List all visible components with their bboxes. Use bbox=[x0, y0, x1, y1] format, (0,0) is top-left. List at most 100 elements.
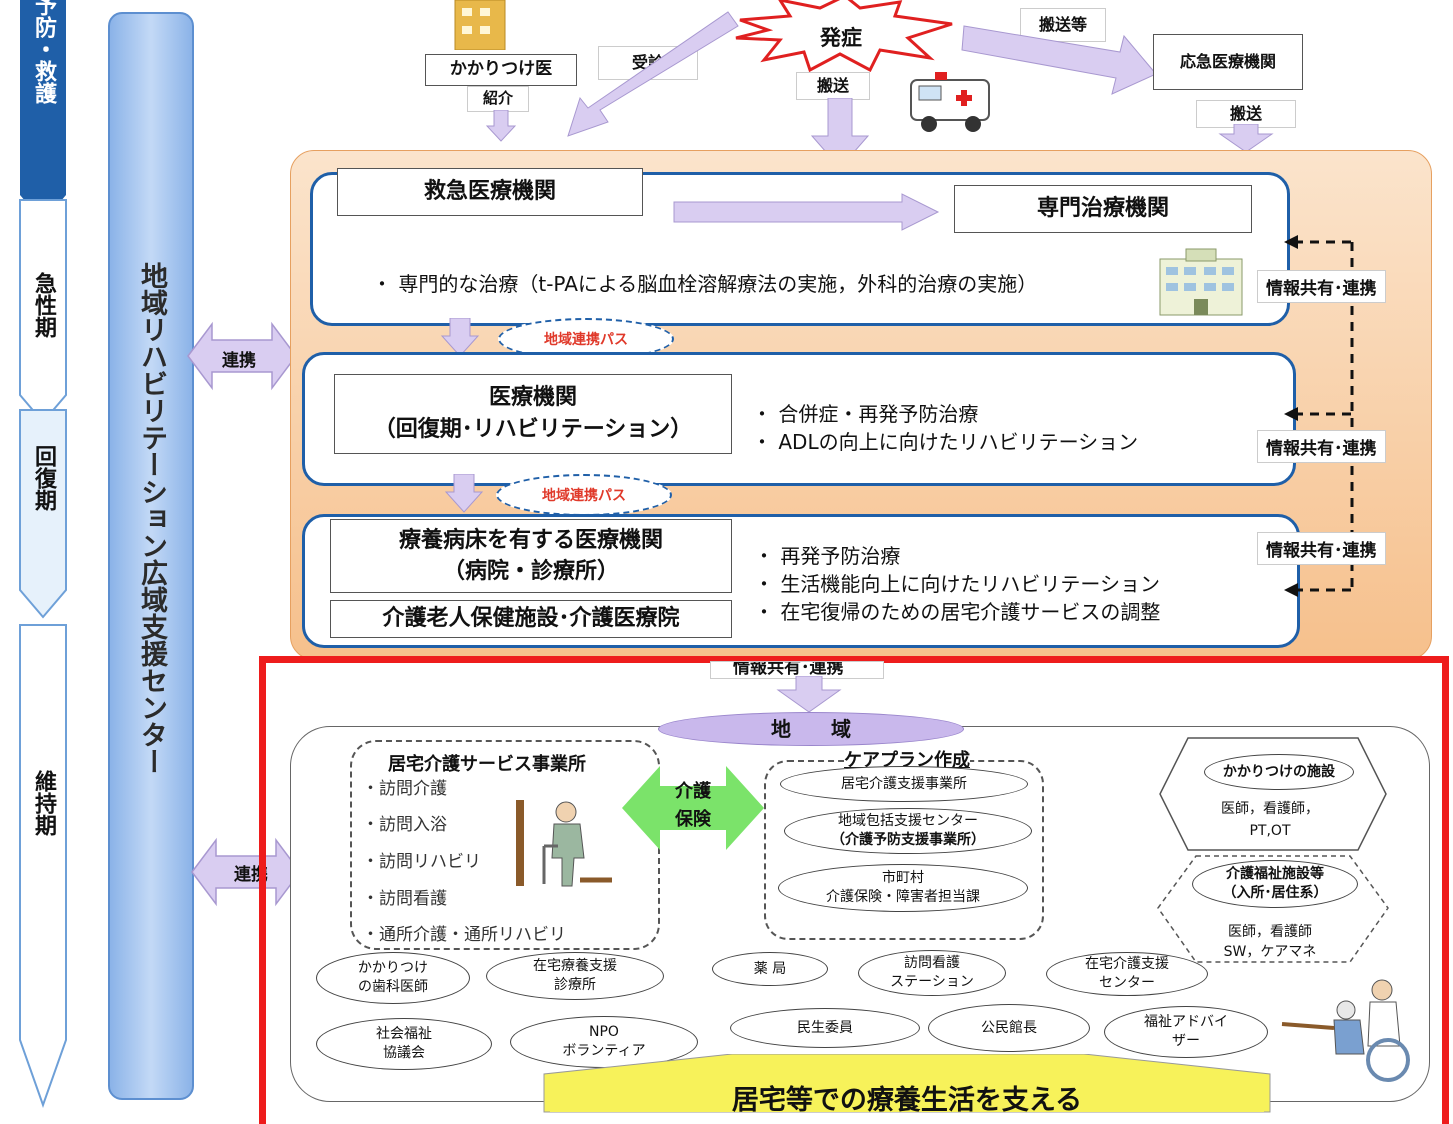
maintenance-bullet-2: ・ 生活機能向上に向けたリハビリテーション bbox=[754, 572, 1160, 596]
recovery-bullet-2: ・ ADLの向上に向けたリハビリテーション bbox=[752, 430, 1139, 454]
bottom-banner-text: 居宅等での療養生活を支える bbox=[731, 1085, 1083, 1116]
resource-social-welfare-line1: 社会福祉 bbox=[376, 1026, 432, 1042]
stage-prevention-label: 予防・救護 bbox=[31, 0, 56, 104]
emergency-institution-box: 応急医療機関 bbox=[1153, 34, 1303, 90]
acute-down-arrow bbox=[440, 318, 480, 357]
walker-user-illustration bbox=[516, 800, 612, 887]
clinic-building-icon bbox=[454, 0, 506, 50]
home-care-title: 居宅介護サービス事業所 bbox=[388, 754, 586, 775]
resource-visiting-nurse-line1: 訪問看護 bbox=[903, 955, 960, 971]
acute-to-specialist-arrow bbox=[673, 193, 940, 231]
resource-welfare-adviser-line1: 福祉アドバイ bbox=[1144, 1014, 1228, 1030]
onset-label: 発症 bbox=[820, 26, 862, 50]
acute-bullet: ・ 専門的な治療（t-PAによる脳血栓溶解療法の実施，外科的治療の実施） bbox=[372, 272, 1038, 296]
caregiver-wheelchair-illustration bbox=[1281, 979, 1410, 1082]
resource-welfare-commissioner: 民生委員 bbox=[730, 1008, 920, 1048]
welfare-facility-staff: 医師，看護師 SW，ケアマネ bbox=[1210, 922, 1330, 962]
transport-etc-arrow bbox=[961, 25, 1157, 95]
family-facility-staff-line2: PT,OT bbox=[1249, 823, 1291, 839]
welfare-facility-title: 介護福祉施設等 （入所･居住系） bbox=[1192, 860, 1358, 908]
home-care-item-1: ・訪問介護 bbox=[362, 779, 447, 799]
care-insurance-line2: 保険 bbox=[675, 809, 711, 830]
resource-welfare-commissioner-line1: 民生委員 bbox=[797, 1019, 853, 1036]
info-sharing-tag-3: 情報共有･連携 bbox=[1257, 532, 1386, 565]
stage-maintenance-label: 維持期 bbox=[31, 770, 56, 836]
family-facility-title: かかりつけの施設 bbox=[1204, 754, 1354, 790]
info-sharing-tag-2: 情報共有･連携 bbox=[1257, 430, 1386, 463]
care-plan-item-1-line1: 居宅介護支援事業所 bbox=[841, 775, 967, 792]
welfare-facility-title-line2: （入所･居住系） bbox=[1222, 885, 1328, 901]
resource-npo: NPO ボランティア bbox=[510, 1016, 698, 1068]
welfare-facility-staff-line2: SW，ケアマネ bbox=[1223, 944, 1317, 960]
partial-info-tag-text: 情報共有･連携 bbox=[733, 661, 844, 678]
maintenance-title-box: 療養病床を有する医療機関 （病院・診療所） bbox=[330, 519, 732, 593]
family-facility-staff-line1: 医師，看護師， bbox=[1221, 801, 1319, 817]
home-care-item-2: ・訪問入浴 bbox=[362, 815, 447, 835]
resource-social-welfare: 社会福祉 協議会 bbox=[316, 1018, 492, 1070]
resource-pharmacy-line1: 薬 局 bbox=[753, 960, 787, 977]
welfare-facility-title-line1: 介護福祉施設等 bbox=[1226, 866, 1324, 882]
care-insurance-line1: 介護 bbox=[675, 781, 711, 802]
stage-arrows-graphic bbox=[19, 0, 67, 1108]
care-plan-item-3-line2: 介護保険・障害者担当課 bbox=[826, 889, 980, 905]
resource-community-center-line1: 公民館長 bbox=[981, 1019, 1037, 1036]
resource-pharmacy: 薬 局 bbox=[712, 952, 828, 986]
renkei-label-upper: 連携 bbox=[222, 351, 256, 371]
resource-home-clinic: 在宅療養支援 診療所 bbox=[486, 952, 664, 1000]
care-plan-item-1: 居宅介護支援事業所 bbox=[780, 766, 1028, 802]
resource-visiting-nurse: 訪問看護 ステーション bbox=[858, 950, 1006, 996]
recovery-bullet-1: ・ 合併症・再発予防治療 bbox=[752, 402, 979, 426]
care-plan-item-3: 市町村 介護保険・障害者担当課 bbox=[778, 864, 1028, 912]
welfare-facility-staff-line1: 医師，看護師 bbox=[1228, 924, 1312, 940]
resource-dentist: かかりつけ の歯科医師 bbox=[316, 952, 470, 1004]
regional-rehab-center-label: 地域リハビリテーション広域支援センター bbox=[136, 262, 167, 775]
stage-column: 予防・救護 急性期 回復期 維持期 bbox=[14, 0, 72, 1110]
resource-welfare-adviser: 福祉アドバイ ザー bbox=[1104, 1006, 1268, 1058]
maintenance-bullet-3: ・ 在宅復帰のための居宅介護サービスの調整 bbox=[754, 600, 1161, 624]
ambulance-icon bbox=[910, 72, 990, 132]
stage-recovery-label: 回復期 bbox=[31, 445, 56, 511]
care-insurance-arrow bbox=[622, 766, 764, 850]
recovery-title-box: 医療機関 （回復期･リハビリテーション） bbox=[334, 374, 732, 454]
stage-acute-label: 急性期 bbox=[31, 272, 56, 338]
resource-home-care-center-line2: センター bbox=[1099, 975, 1155, 991]
community-header-text: 地 域 bbox=[771, 717, 851, 741]
recovery-title-line2: （回復期･リハビリテーション） bbox=[373, 417, 693, 442]
care-plan-item-2: 地域包括支援センター （介護予防支援事業所） bbox=[784, 808, 1032, 854]
recovery-title-line1: 医療機関 bbox=[488, 385, 577, 410]
regional-rehab-center-bar bbox=[108, 12, 194, 1100]
recovery-down-arrow bbox=[444, 474, 484, 513]
resource-visiting-nurse-line2: ステーション bbox=[890, 974, 974, 990]
home-care-item-4: ・訪問看護 bbox=[362, 889, 447, 909]
maintenance-title-line2: （病院・診療所） bbox=[442, 559, 619, 584]
resource-npo-line2: ボランティア bbox=[562, 1043, 646, 1059]
resource-social-welfare-line2: 協議会 bbox=[383, 1045, 425, 1061]
care-insurance-label: 介護 保険 bbox=[668, 778, 718, 834]
consult-arrow bbox=[567, 11, 739, 137]
care-facility-title-box: 介護老人保健施設･介護医療院 bbox=[330, 600, 732, 638]
transport-etc-box: 搬送等 bbox=[1020, 8, 1106, 42]
resource-welfare-adviser-line2: ザー bbox=[1172, 1033, 1200, 1049]
care-plan-item-2-line1: 地域包括支援センター bbox=[838, 813, 978, 829]
resource-home-clinic-line1: 在宅療養支援 bbox=[533, 958, 617, 974]
home-care-item-3: ・訪問リハビリ bbox=[362, 852, 481, 872]
referral-down-arrow bbox=[486, 110, 516, 142]
transport-box-center: 搬送 bbox=[796, 72, 870, 100]
info-sharing-tag-1: 情報共有･連携 bbox=[1257, 270, 1386, 303]
bottom-banner-shape bbox=[543, 1054, 1271, 1113]
resource-home-care-center: 在宅介護支援 センター bbox=[1046, 952, 1208, 996]
resource-community-center: 公民館長 bbox=[928, 1004, 1090, 1052]
care-plan-item-3-line1: 市町村 bbox=[882, 870, 924, 886]
family-facility-staff: 医師，看護師， PT,OT bbox=[1210, 798, 1330, 842]
referral-box: 紹介 bbox=[467, 86, 529, 112]
transport-down-arrow-right bbox=[1218, 124, 1274, 153]
family-doctor-box: かかりつけ医 bbox=[425, 54, 577, 86]
specialist-hospital-icon bbox=[1159, 248, 1243, 316]
maintenance-title-line1: 療養病床を有する医療機関 bbox=[398, 528, 663, 553]
onset-burst-icon bbox=[735, 0, 953, 72]
resource-dentist-line2: の歯科医師 bbox=[357, 979, 428, 995]
home-care-item-5: ・通所介護・通所リハビリ bbox=[362, 925, 566, 945]
community-header: 地 域 bbox=[658, 712, 964, 746]
resource-home-clinic-line2: 診療所 bbox=[554, 977, 596, 993]
emergency-institution-title: 救急医療機関 bbox=[337, 168, 643, 216]
